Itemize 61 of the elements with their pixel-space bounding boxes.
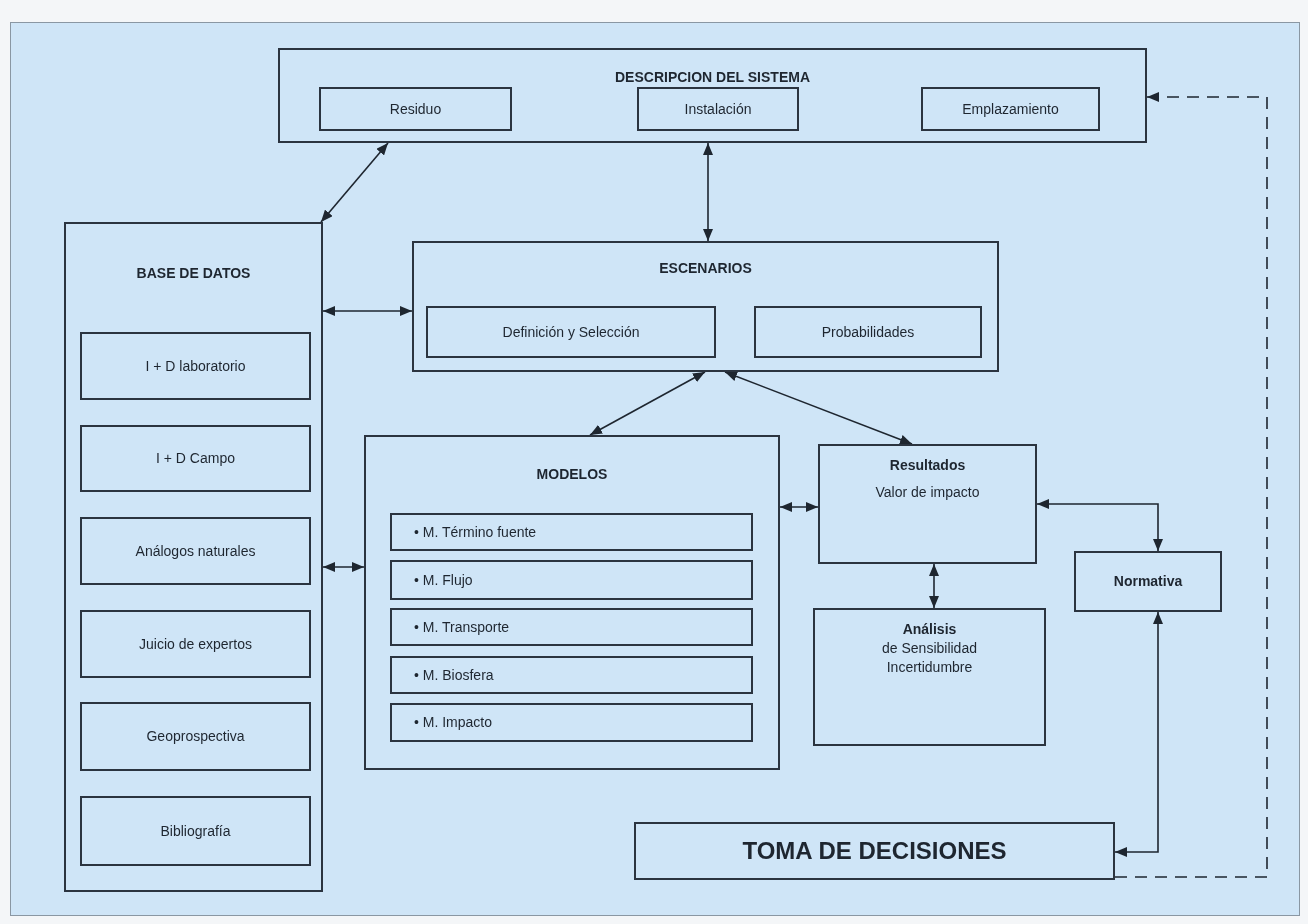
arrow xyxy=(320,142,389,223)
arrow xyxy=(724,371,913,445)
process-box xyxy=(390,513,753,551)
box-heading: DESCRIPCION DEL SISTEMA xyxy=(615,68,810,87)
box-label: Bibliografía xyxy=(160,821,231,841)
group-box xyxy=(412,241,999,372)
process-box xyxy=(634,822,1115,880)
box-heading: ESCENARIOS xyxy=(659,259,752,278)
arrow xyxy=(322,562,365,572)
box-label: • M. Término fuente xyxy=(414,522,537,542)
process-box xyxy=(390,703,753,742)
box-heading: MODELOS xyxy=(536,465,608,484)
box-label: Probabilidades xyxy=(821,322,915,342)
process-box xyxy=(390,560,753,600)
box-label: • M. Transporte xyxy=(414,617,510,637)
arrow xyxy=(322,306,413,316)
process-box xyxy=(319,87,512,131)
box-label: I + D laboratorio xyxy=(145,356,246,376)
group-box xyxy=(278,48,1147,143)
box-label: Análogos naturales xyxy=(135,541,256,561)
arrow xyxy=(703,142,713,242)
box-label: Definición y Selección xyxy=(502,322,640,342)
box-label: Juicio de expertos xyxy=(139,634,252,654)
arrow xyxy=(589,371,706,436)
process-box xyxy=(80,517,311,585)
box-label: I + D Campo xyxy=(156,449,235,468)
process-box xyxy=(637,87,799,131)
box-label: Instalación xyxy=(684,99,752,119)
process-box xyxy=(390,656,753,694)
box-label: Geoprospectiva xyxy=(146,727,245,746)
process-box xyxy=(921,87,1100,131)
box-label: • M. Biosfera xyxy=(414,665,494,685)
process-box xyxy=(390,608,753,646)
box-label: TOMA DE DECISIONES xyxy=(742,835,1007,866)
box-heading: BASE DE DATOS xyxy=(136,264,251,283)
dashed-arrow xyxy=(1114,92,1268,878)
process-box xyxy=(80,796,311,866)
process-box xyxy=(818,444,1037,564)
process-box xyxy=(1074,551,1222,612)
box-label: de Sensibilidad Incertidumbre xyxy=(881,638,978,677)
group-box xyxy=(64,222,323,892)
process-box xyxy=(80,425,311,492)
group-box xyxy=(364,435,780,770)
box-label: Normativa xyxy=(1113,572,1183,591)
box-label: Emplazamiento xyxy=(962,99,1059,119)
arrow xyxy=(1114,611,1163,857)
process-box xyxy=(80,702,311,771)
arrow xyxy=(1036,499,1163,552)
arrow xyxy=(779,502,819,512)
arrow xyxy=(929,563,939,609)
process-box xyxy=(80,610,311,678)
process-box xyxy=(813,608,1046,746)
box-label: • M. Flujo xyxy=(414,570,473,590)
box-heading: Análisis xyxy=(902,620,957,639)
process-box xyxy=(80,332,311,400)
box-label: • M. Impacto xyxy=(414,713,493,732)
box-label: Residuo xyxy=(389,99,442,119)
box-heading: Resultados xyxy=(889,456,966,475)
process-box xyxy=(426,306,716,358)
process-box xyxy=(754,306,982,358)
box-label: Valor de impacto xyxy=(875,482,980,502)
